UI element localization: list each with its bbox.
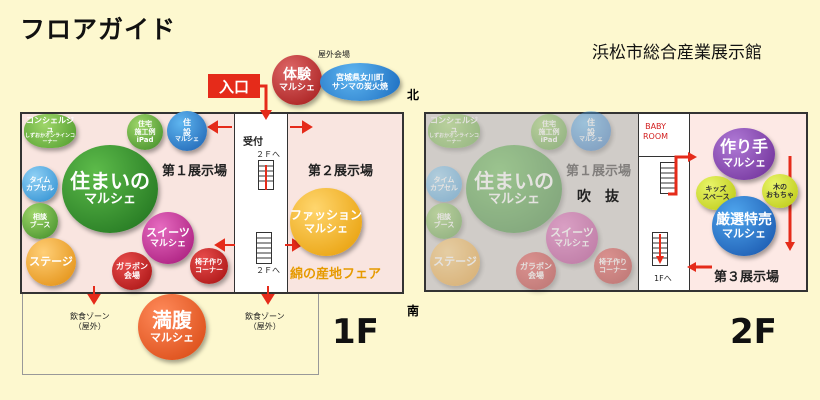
sumai-marche-badge[interactable]: 住まいのマルシェ — [62, 145, 158, 233]
f2-sumai-badge: 住まいのマルシェ — [466, 145, 562, 233]
hall2-label: 第２展示場 — [308, 164, 374, 179]
f2-jusetsu-badge: 住設マルシェ — [571, 111, 611, 151]
sweets-marche-badge[interactable]: スイーツマルシェ — [142, 212, 194, 264]
tsukurite-marche-badge[interactable]: 作り手マルシェ — [713, 128, 775, 180]
floor2-label: 2F — [730, 312, 777, 352]
south-marker: 南 — [407, 304, 420, 318]
f2-stairs-bottom[interactable] — [652, 232, 668, 266]
concierge-badge[interactable]: コンシェルジュしずおかオンラインコーナー — [24, 114, 76, 148]
jusetsu-marche-badge[interactable]: 住設マルシェ — [167, 111, 207, 151]
baby-room[interactable] — [638, 114, 688, 157]
hall1-label: 第１展示場 — [162, 164, 228, 179]
stairs-icon-bottom[interactable] — [256, 232, 272, 264]
floor1-label: 1F — [332, 312, 379, 352]
stage-badge[interactable]: ステージ — [26, 238, 76, 286]
manpuku-marche-badge[interactable]: 満腹マルシェ — [138, 294, 206, 360]
hall3-label: 第３展示場 — [714, 270, 780, 285]
outdoor-area-outline — [22, 290, 319, 375]
stairs-up-label: ２Ｆへ — [256, 150, 280, 159]
entrance-label[interactable]: 入口 — [208, 74, 260, 98]
food-zone-left: 飲食ゾーン（屋外） — [70, 312, 110, 332]
f2-stairs-top[interactable] — [660, 162, 676, 194]
f2-time-capsule-badge: タイムカプセル — [426, 166, 462, 202]
reception-label: 受付 — [243, 137, 263, 148]
venue-name: 浜松市総合産業展示館 — [592, 43, 762, 63]
f2-hall1-label: 第１展示場 — [566, 164, 632, 179]
fashion-marche-badge[interactable]: ファッションマルシェ — [290, 188, 362, 256]
stairs-icon-top[interactable] — [258, 160, 274, 190]
fukinuke-label: 吹 抜 — [577, 189, 619, 205]
time-capsule-badge[interactable]: タイムカプセル — [22, 166, 58, 202]
garapon-badge[interactable]: ガラポン会場 — [112, 252, 152, 290]
page-title: フロアガイド — [20, 15, 177, 44]
chair-corner-badge[interactable]: 椅子作りコーナー — [190, 248, 228, 284]
outdoor-area-label: 屋外会場 — [318, 50, 350, 59]
taiken-marche-badge[interactable]: 体験マルシェ — [272, 55, 322, 105]
f2-sweets-badge: スイーツマルシェ — [546, 212, 598, 264]
f2-soudan-badge: 相談ブース — [426, 203, 462, 239]
f2-concierge-badge: コンシェルジュしずおかオンラインコーナー — [428, 114, 480, 148]
fukinuke-area — [426, 114, 638, 290]
food-zone-right: 飲食ゾーン（屋外） — [245, 312, 285, 332]
tokubai-marche-badge[interactable]: 厳選特売マルシェ — [712, 196, 776, 256]
miyagi-sanma-badge[interactable]: 宮城県女川町サンマの炭火焼 — [320, 63, 400, 101]
f2-garapon-badge: ガラポン会場 — [516, 252, 556, 290]
f2-stairs-down-label: 1Fへ — [654, 274, 672, 283]
f2-stage-badge: ステージ — [430, 238, 480, 286]
soudan-booth-badge[interactable]: 相談ブース — [22, 203, 58, 239]
f2-chair-badge: 椅子作りコーナー — [594, 248, 632, 284]
north-marker: 北 — [407, 88, 420, 102]
stairs-label-bottom: ２Ｆへ — [256, 266, 280, 275]
cotton-fair-label: 綿の産地フェア — [290, 267, 382, 282]
wood-toys-badge[interactable]: 木のおもちゃ — [762, 174, 798, 208]
